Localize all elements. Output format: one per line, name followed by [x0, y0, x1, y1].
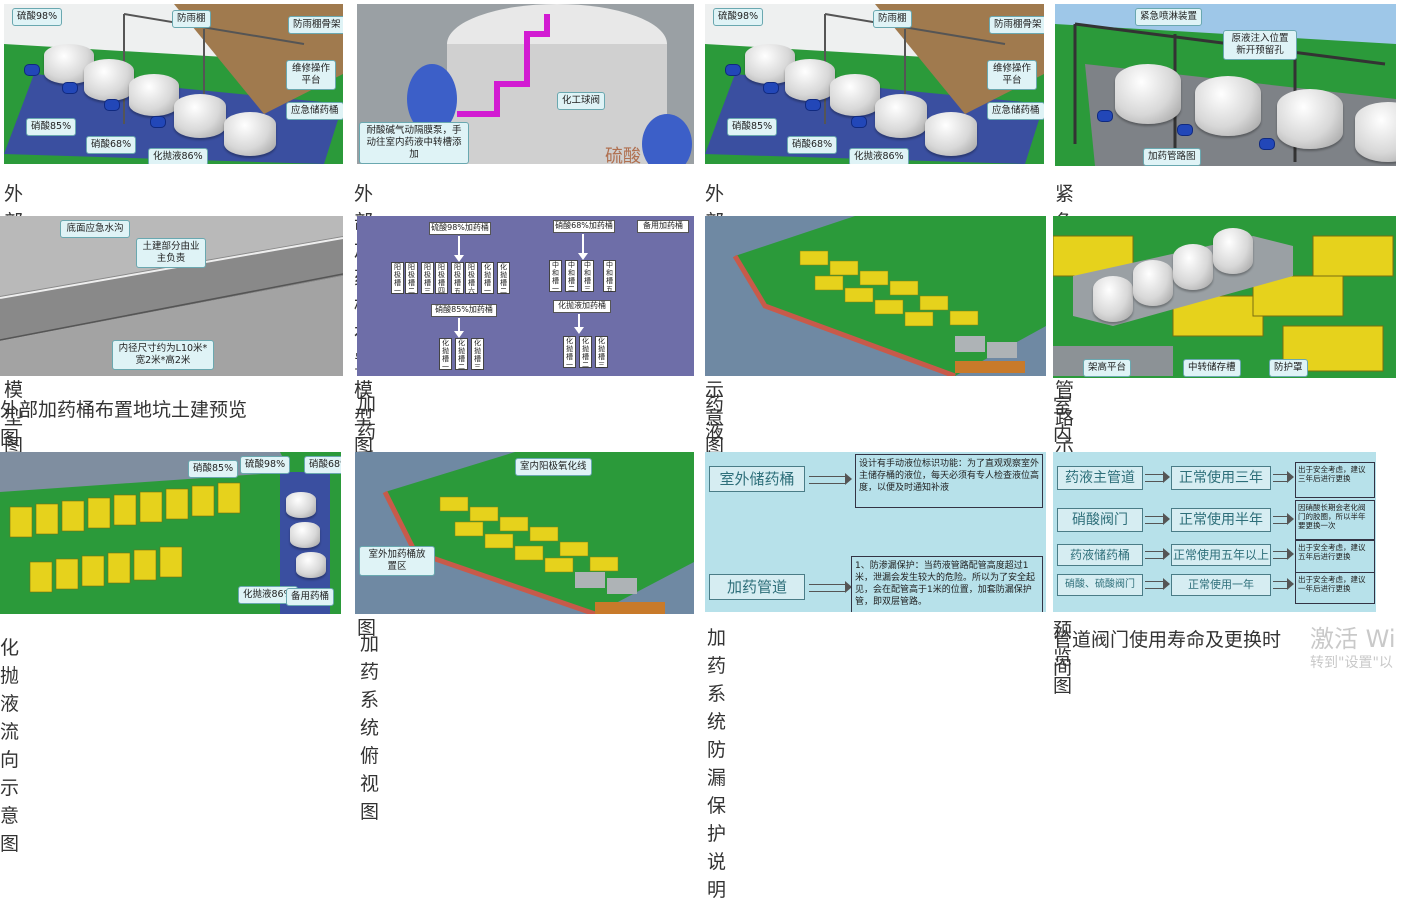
label-shed-frame: 防雨棚骨架 [989, 16, 1044, 34]
activation-watermark: 激活 Wi 转到"设置"以 [1310, 624, 1396, 672]
pit-civil-preview-image[interactable]: 底面应急水沟 土建部分由业主负责 内径尺寸约为L10米*宽2米*高2米 [0, 216, 343, 376]
note-five-years: 出于安全考虑，建议五年后进行更换 [1295, 540, 1375, 574]
tank-box: 中和槽五 [603, 260, 616, 292]
label-main-pipe: 药液主管道 [1057, 466, 1143, 490]
tank-box: 阳极槽五 [451, 262, 464, 294]
watermark-line2: 转到"设置"以 [1310, 654, 1396, 672]
tank-box: 中和槽一 [549, 260, 562, 292]
label-spare-tank: 备用药桶 [286, 588, 334, 606]
tank-box: 化抛槽一 [439, 338, 452, 370]
label-hno3-85: 硝酸85% [727, 118, 777, 136]
label-shed-frame: 防雨棚骨架 [288, 16, 343, 34]
label-pipe-diagram: 加药管路图 [1143, 148, 1201, 166]
label-ball-valve: 化工球阀 [557, 92, 605, 110]
emergency-shower-image[interactable]: 紧急喷淋装置 原液注入位置新开预留孔 加药管路图 [1055, 4, 1396, 166]
label-platform: 维修操作平台 [987, 60, 1037, 90]
tank-box: 化抛槽二 [497, 262, 510, 294]
polish-flow-image[interactable]: 硝酸85% 硫酸98% 硝酸68% 化抛液86% 备用药桶 [0, 452, 341, 614]
model-render [355, 452, 694, 614]
top-view-image[interactable]: 室内阳极氧化线 室外加药桶放置区 [355, 452, 694, 614]
label-hno3-85: 硝酸85% [188, 460, 238, 478]
note-half-year: 因硝酸长期会老化阀门的胶圈，所以半年要更换一次 [1295, 500, 1375, 540]
watermark-line1: 激活 Wi [1310, 624, 1396, 654]
label-civil-owner: 土建部分由业主负责 [136, 238, 206, 268]
label-emergency-tank: 应急储药桶 [286, 102, 343, 120]
label-h2so4-98: 硫酸98% [12, 8, 62, 26]
outdoor-tank-model-image-2[interactable]: 硫酸98% 防雨棚 防雨棚骨架 维修操作平台 应急储药桶 硝酸85% 硝酸68%… [705, 4, 1044, 164]
label-acid-valves: 硝酸、硫酸阀门 [1057, 574, 1143, 596]
outdoor-tank-model-image-1[interactable]: 硫酸98% 防雨棚 防雨棚骨架 维修操作平台 应急储药桶 硝酸85% 硝酸68%… [4, 4, 343, 164]
tank-box: 化抛槽二 [579, 336, 592, 368]
label-storage-tank: 药液储药桶 [1057, 544, 1143, 566]
box-h2so4-98: 硫酸98%加药桶 [429, 222, 491, 235]
label-diaphragm-pump: 耐酸碱气动隔膜泵，手动往室内药液中转槽添加 [359, 122, 469, 164]
caption-text: 外部加药桶布置地坑土建预览图 [0, 399, 247, 449]
label-polish-86: 化抛液86% [148, 148, 208, 164]
box-polish: 化抛液加药桶 [553, 300, 611, 313]
label-transfer-tank: 中转储存槽 [1183, 359, 1241, 377]
label-drain-ditch: 底面应急水沟 [60, 220, 130, 238]
label-guard: 防护罩 [1269, 359, 1308, 377]
tank-box: 中和槽三 [581, 260, 594, 292]
label-hno3-68: 硝酸68% [787, 136, 837, 154]
dosing-flow-diagram-image[interactable]: 硫酸98%加药桶 硝酸68%加药桶 备用加药桶 阳极槽一 阳极槽二 阳极槽三 阳… [357, 216, 694, 376]
tank-box: 阳极槽二 [405, 262, 418, 294]
label-five-years: 正常使用五年以上 [1171, 544, 1271, 566]
pump-valve-model-image[interactable]: 化工球阀 耐酸碱气动隔膜泵，手动往室内药液中转槽添加 硫酸 [357, 4, 694, 164]
tank-box: 中和槽二 [565, 260, 578, 292]
tank-box: 阳极槽四 [435, 262, 448, 294]
label-one-year: 正常使用一年 [1171, 574, 1271, 596]
valve-lifetime-image[interactable]: 药液主管道 正常使用三年 出于安全考虑，建议三年后进行更换 硝酸阀门 正常使用半… [1053, 452, 1376, 612]
liquid-flow-image[interactable] [705, 216, 1046, 376]
caption[interactable]: 外部加药桶布置地坑土建预览图 [0, 396, 260, 452]
caption[interactable]: 加药系统俯视图 [360, 630, 379, 826]
label-raised-platform: 架高平台 [1083, 359, 1131, 377]
box-hno3-85: 硝酸85%加药桶 [431, 304, 497, 317]
note-one-year: 出于安全考虑，建议一年后进行更换 [1295, 572, 1375, 604]
label-hno3-valve: 硝酸阀门 [1057, 508, 1143, 532]
label-anodize-line: 室内阳极氧化线 [515, 458, 592, 476]
label-hno3-68: 硝酸68% [304, 456, 341, 474]
note-leak-protection: 1、防渗漏保护：当药液管路配管高度超过1米，泄漏会发生较大的危险。所以为了安全起… [851, 556, 1043, 612]
caption[interactable]: 加药系统防漏保护说明 [707, 624, 726, 904]
label-emergency-tank: 应急储药桶 [987, 102, 1044, 120]
caption[interactable]: 管道阀门使用寿命及更换时间 [1053, 626, 1293, 682]
box-spare: 备用加药桶 [637, 220, 689, 233]
label-three-years: 正常使用三年 [1171, 466, 1271, 490]
tank-box: 化抛槽三 [595, 336, 608, 368]
label-inject-hole: 原液注入位置新开预留孔 [1223, 30, 1297, 60]
caption[interactable]: 化抛液流向示意图 [0, 634, 19, 858]
note-three-years: 出于安全考虑，建议三年后进行更换 [1295, 462, 1375, 498]
label-inner-size: 内径尺寸约为L10米*宽2米*高2米 [112, 340, 214, 370]
model-render [705, 216, 1046, 376]
label-half-year: 正常使用半年 [1171, 508, 1271, 532]
label-h2so4-98: 硫酸98% [240, 456, 290, 474]
label-polish-86: 化抛液86% [849, 148, 909, 164]
indoor-transfer-tank-image[interactable]: 架高平台 中转储存槽 防护罩 [1053, 216, 1396, 378]
tank-box: 化抛槽一 [481, 262, 494, 294]
tank-box: 阳极槽一 [391, 262, 404, 294]
tank-box: 阳极槽三 [421, 262, 434, 294]
label-hno3-85: 硝酸85% [26, 118, 76, 136]
tank-box: 化抛槽三 [471, 338, 484, 370]
label-dosing-pipe: 加药管道 [709, 574, 805, 600]
leak-protection-image[interactable]: 室外储药桶 设计有手动液位标识功能：为了直观观察室外主储存桶的液位，每天必须有专… [705, 452, 1046, 612]
note-liquid-level: 设计有手动液位标识功能：为了直观观察室外主储存桶的液位，每天必须有专人检查液位高… [855, 454, 1043, 508]
box-hno3-68: 硝酸68%加药桶 [553, 220, 615, 233]
label-emergency-shower: 紧急喷淋装置 [1135, 8, 1202, 26]
label-platform: 维修操作平台 [286, 60, 336, 90]
caption-text: 管道阀门使用寿命及更换时间 [1053, 629, 1281, 679]
label-rain-shed: 防雨棚 [873, 10, 912, 28]
tank-print-text: 硫酸 [605, 142, 641, 164]
tank-box: 化抛槽二 [455, 338, 468, 370]
tank-box: 阳极槽六 [465, 262, 478, 294]
label-rain-shed: 防雨棚 [172, 10, 211, 28]
label-outdoor-tank: 室外储药桶 [709, 466, 805, 492]
label-hno3-68: 硝酸68% [86, 136, 136, 154]
label-outdoor-area: 室外加药桶放置区 [359, 546, 435, 576]
tank-box: 化抛槽一 [563, 336, 576, 368]
label-h2so4-98: 硫酸98% [713, 8, 763, 26]
